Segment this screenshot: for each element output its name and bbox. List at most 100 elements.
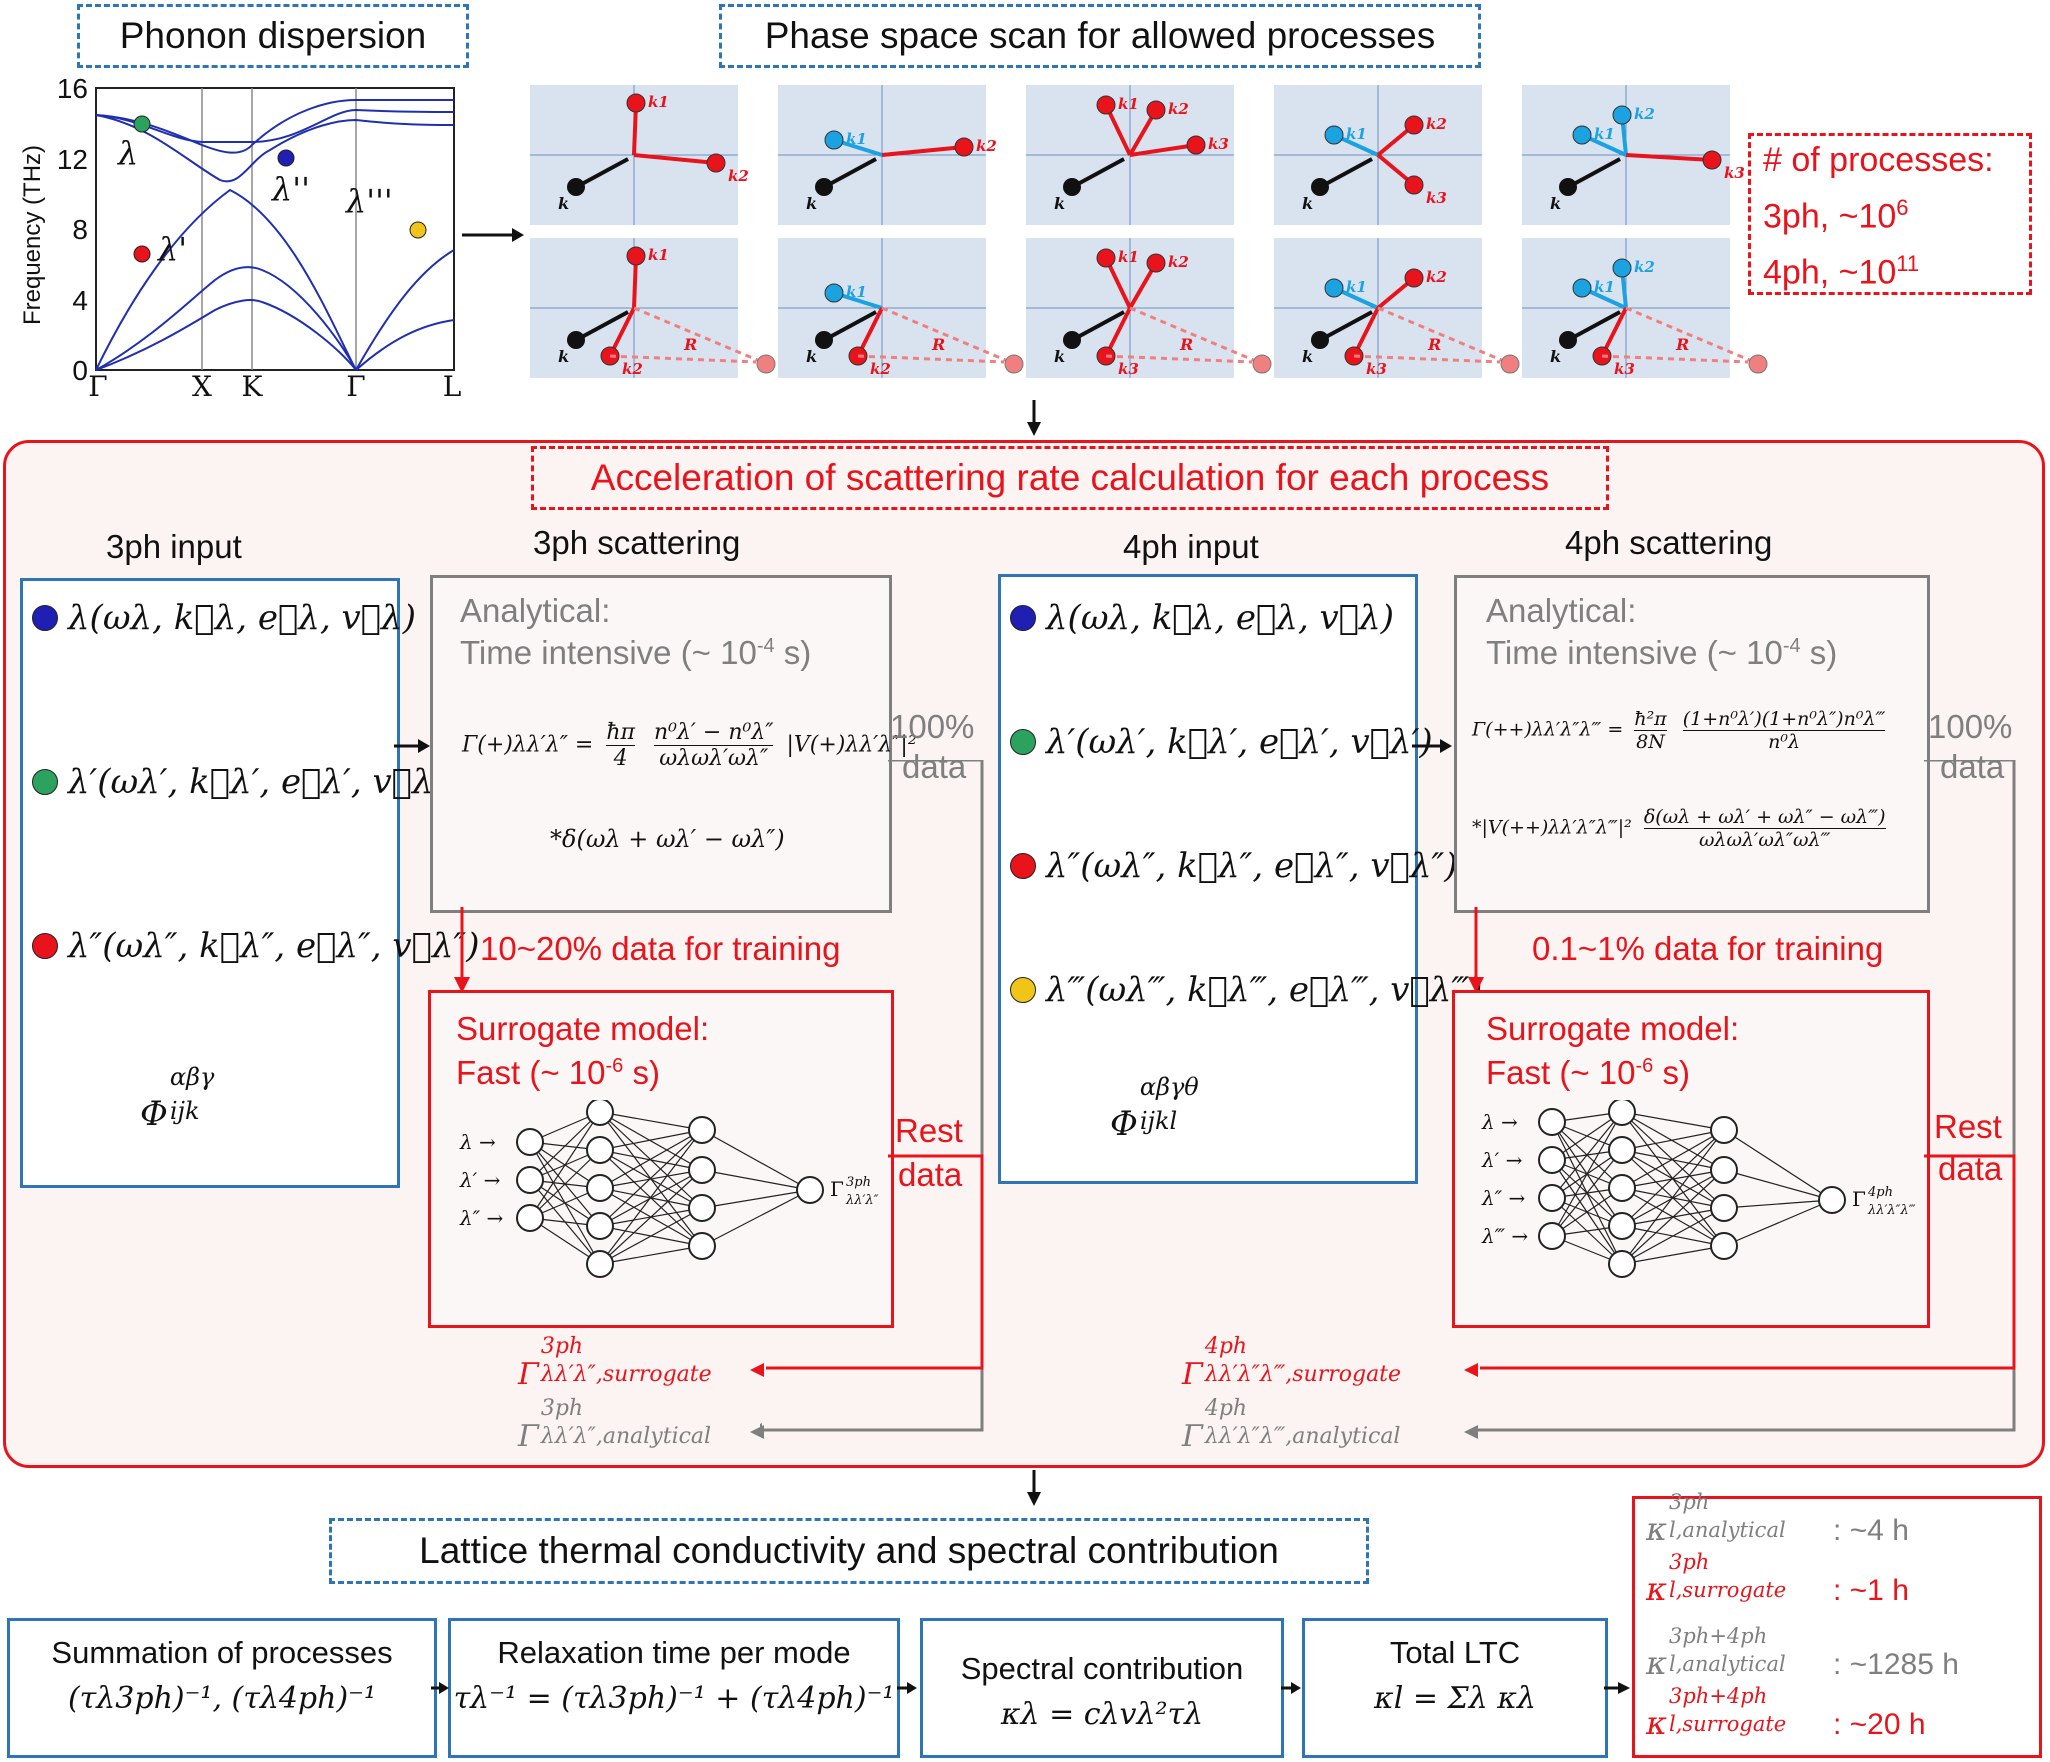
q-vector-k3 — [1129, 143, 1197, 157]
box-summation-title: Summation of processes — [51, 1635, 393, 1670]
arrow-b4 — [1604, 1682, 1630, 1694]
f4-v: *|V(++)λλ′λ″λ‴|² — [1472, 816, 1632, 839]
phi3-sub: ijk — [169, 1097, 200, 1125]
box-relaxation-title: Relaxation time per mode — [497, 1635, 851, 1670]
q-vector-k2 — [881, 145, 965, 157]
k-vector — [1075, 310, 1125, 340]
formula-4ph-2: *|V(++)λλ′λ″λ‴|² δ(ωλ + ωλ′ + ωλ″ − ωλ‴)… — [1472, 806, 1892, 851]
box-spectral-math: κλ = cλvλ²τλ — [1000, 1697, 1204, 1732]
k-ball — [1063, 331, 1081, 349]
R-dotted — [857, 354, 1005, 364]
R-dotted — [1353, 354, 1501, 364]
gamma-s3: Γ — [518, 1357, 539, 1392]
s4-sup: 4ph — [1204, 1334, 1248, 1359]
nn-input-label: λ″ → — [459, 1206, 504, 1230]
nn-output-sub: λλ′λ″λ‴ — [1867, 1203, 1916, 1218]
rest-3ph-1: Rest — [895, 1112, 963, 1149]
branch-3 — [95, 114, 455, 183]
f4-d-den: ωλωλ′ωλ″ωλ‴ — [1698, 829, 1831, 851]
input4-text-0: λ(ωλ, k⃗λ, e⃗λ, v⃗λ) — [1046, 598, 1394, 638]
lambda-label: λ — [116, 134, 138, 172]
analytical-3ph-box — [430, 575, 892, 913]
nn-node — [1608, 1136, 1636, 1164]
nn-output-sub: λλ′λ″ — [845, 1193, 879, 1208]
nn-edge — [1621, 1111, 1725, 1171]
q-ball-k2 — [706, 153, 726, 173]
q-ball-k1 — [1324, 278, 1344, 298]
k-vector — [579, 310, 629, 340]
h-4ph-scattering: 4ph scattering — [1565, 524, 1773, 561]
input-4ph-box — [998, 574, 1418, 1184]
q-ball-k2 — [1612, 105, 1632, 125]
nn-edge — [1621, 1149, 1725, 1171]
q-label-k1: k1 — [1118, 95, 1139, 113]
nn-edge — [701, 1189, 811, 1209]
nn-node — [1608, 1250, 1636, 1278]
train-3ph-label: 10~20% data for training — [480, 930, 841, 967]
q-label-k2: k2 — [1426, 268, 1447, 286]
R-ball — [1004, 354, 1024, 374]
analytical-3ph-time: Time intensive (~ 10-4 s) — [460, 634, 811, 672]
box-total-title: Total LTC — [1389, 1635, 1521, 1670]
k-label: k — [1550, 194, 1561, 213]
s4-sub: λλ′λ″λ‴,surrogate — [1204, 1362, 1402, 1387]
q-label-k2: k2 — [728, 167, 749, 185]
R-dotted — [1601, 354, 1749, 364]
nn-edge — [599, 1245, 703, 1265]
q-label-k3: k3 — [1366, 360, 1387, 378]
q-ball-k1 — [1572, 278, 1592, 298]
processes-box: # of processes: 3ph, ~106 4ph, ~1011 — [1748, 133, 2032, 295]
nn-edge — [1551, 1111, 1623, 1161]
blue-dot-4 — [1010, 605, 1036, 631]
R-vector — [1377, 306, 1507, 364]
q-label-k1: k1 — [846, 130, 867, 148]
nn-output-sup: 4ph — [1867, 1185, 1893, 1200]
blue-dot — [32, 605, 58, 631]
nn-edge — [599, 1129, 703, 1189]
nn-node — [1710, 1116, 1738, 1144]
phi4-symbol: Φ — [1110, 1104, 1138, 1144]
k-vector — [1075, 157, 1125, 187]
ltc-title-text: Lattice thermal conductivity and spectra… — [419, 1530, 1279, 1571]
nn-node — [586, 1212, 614, 1240]
phonon-dispersion-title-text: Phonon dispersion — [119, 15, 427, 56]
k-vector — [1571, 157, 1621, 187]
k-vector — [827, 157, 877, 187]
timing-value: : ~1285 h — [1832, 1648, 1959, 1681]
phase-space-title: Phase space scan for allowed processes — [719, 4, 1481, 68]
nn-node — [1710, 1194, 1738, 1222]
R-vector — [1625, 306, 1755, 364]
R-label: R — [683, 335, 697, 354]
time4-exp: -4 — [1782, 635, 1801, 657]
processes-4ph-text: 4ph, ~10 — [1763, 253, 1897, 292]
nn-edge — [599, 1169, 703, 1227]
nn-edge — [599, 1169, 703, 1265]
R-vector — [881, 306, 1011, 364]
arrow-gray-4ph — [1464, 1425, 1478, 1439]
phi4-sup: αβγθ — [1139, 1073, 1199, 1101]
nn-edge — [529, 1149, 601, 1219]
train-arrow-3ph — [454, 907, 470, 993]
xtick-X: X — [192, 370, 212, 400]
flow-lines-4ph — [1474, 760, 2016, 1432]
arrow-down-1 — [1027, 400, 1041, 436]
arrow-b2 — [897, 1682, 917, 1694]
a4-sub: λλ′λ″λ‴,analytical — [1204, 1424, 1401, 1449]
input3-text-2: λ″(ωλ″, k⃗λ″, e⃗λ″, v⃗λ″) — [68, 926, 480, 966]
arrow-input3-analytical — [394, 739, 430, 753]
f4-frac-num: (1+n⁰λ′)(1+n⁰λ″)n⁰λ‴ — [1682, 708, 1886, 731]
input3-text-1: λ′(ωλ′, k⃗λ′, e⃗λ′, v⃗λ′) — [68, 762, 455, 802]
timing-kappa: κ — [1646, 1510, 1667, 1548]
xtick-K: K — [242, 370, 264, 400]
yellow-dot-4 — [1010, 977, 1036, 1003]
f4-frac-den: n⁰λ — [1768, 731, 1800, 753]
nn-edge — [701, 1129, 811, 1191]
input3-row-0: λ(ωλ, k⃗λ, e⃗λ, v⃗λ) — [32, 598, 416, 638]
arrow-b3 — [1281, 1682, 1301, 1694]
k-label: k — [558, 347, 569, 366]
